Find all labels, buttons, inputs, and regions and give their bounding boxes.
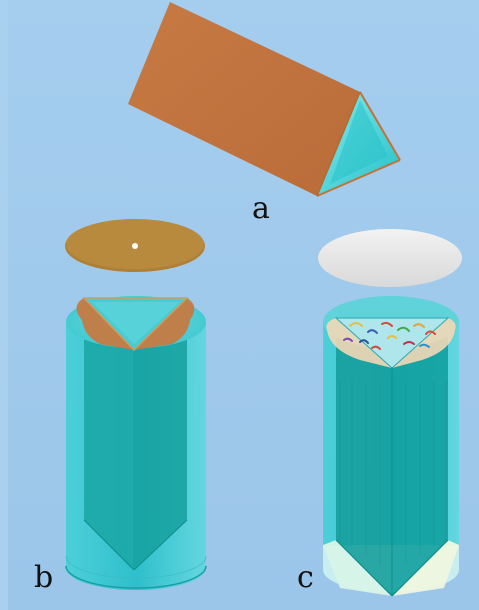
- figure-c-cylinder: [318, 229, 462, 597]
- figure-b-cylinder: [65, 219, 207, 590]
- figure-a-prism: [128, 2, 401, 197]
- colored-shavings: [343, 321, 436, 350]
- figure-label-b: b: [34, 560, 54, 595]
- figure-label-c: c: [297, 560, 314, 595]
- prism-top-face: [128, 2, 360, 196]
- prism-end-inner: [330, 100, 388, 184]
- inner-prism-right-face: [134, 300, 187, 570]
- lid-hole: [132, 243, 138, 249]
- white-lid: [318, 229, 462, 287]
- figure-label-a: a: [252, 191, 270, 226]
- left-edge-strip: [0, 0, 8, 610]
- inner-prism-c-left: [336, 318, 392, 596]
- inner-prism-left-face: [84, 300, 134, 570]
- top-triangle-c: [336, 318, 448, 368]
- inner-prism-c-right: [392, 318, 448, 596]
